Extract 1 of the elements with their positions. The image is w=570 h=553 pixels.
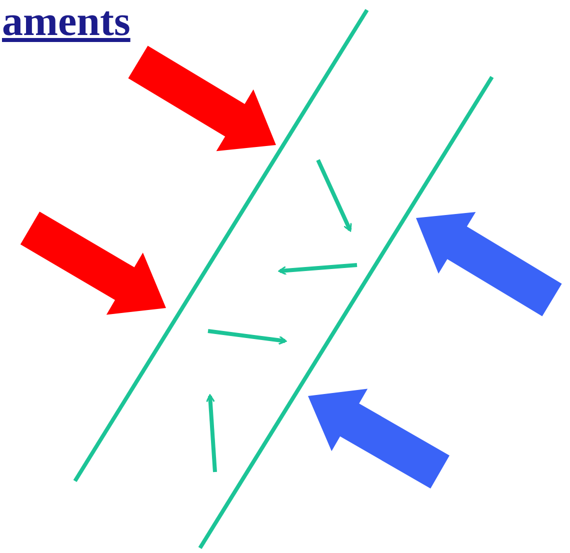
- title: aments: [2, 0, 130, 46]
